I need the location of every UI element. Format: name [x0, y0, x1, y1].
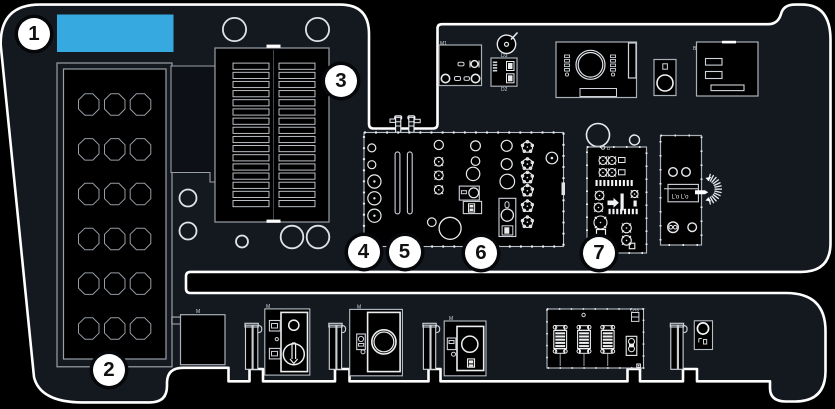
- svg-text:D: D: [607, 146, 611, 151]
- svg-text:D3: D3: [501, 53, 508, 59]
- svg-text:CR8: CR8: [630, 308, 639, 313]
- svg-text:M1: M1: [440, 41, 447, 47]
- svg-text:B: B: [693, 46, 697, 52]
- svg-text:L’o L’o: L’o L’o: [672, 195, 690, 201]
- svg-text:D2: D2: [501, 87, 508, 93]
- svg-text:M: M: [196, 309, 200, 315]
- svg-text:M: M: [266, 304, 270, 310]
- svg-text:M: M: [449, 316, 453, 322]
- svg-text:M: M: [357, 305, 361, 311]
